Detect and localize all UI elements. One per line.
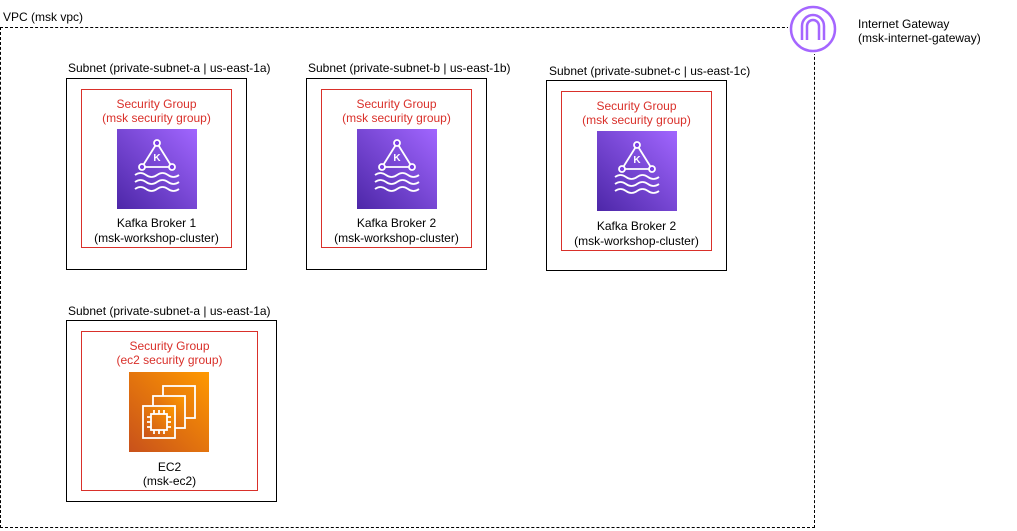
sg-name: (msk security group) bbox=[342, 111, 451, 125]
msk-kafka-icon: K bbox=[597, 131, 677, 211]
subnet-label-ec2: Subnet (private-subnet-a | us-east-1a) bbox=[68, 304, 271, 318]
internet-gateway-title: Internet Gateway bbox=[858, 17, 950, 31]
subnet-private-a: Security Group (msk security group) K Ka… bbox=[66, 78, 247, 270]
security-group-ec2: Security Group (ec2 security group) EC2 … bbox=[81, 331, 258, 491]
msk-kafka-icon: K bbox=[357, 129, 437, 209]
sg-name: (msk security group) bbox=[102, 111, 211, 125]
sg-title: Security Group bbox=[596, 99, 677, 113]
service-name: Kafka Broker 2 bbox=[356, 216, 437, 230]
internet-gateway-icon bbox=[788, 4, 838, 54]
service-detail: (msk-workshop-cluster) bbox=[94, 231, 219, 245]
svg-text:K: K bbox=[153, 153, 161, 164]
msk-kafka-icon: K bbox=[117, 129, 197, 209]
service-name: Kafka Broker 1 bbox=[116, 216, 197, 230]
sg-title: Security Group bbox=[129, 339, 210, 353]
sg-name: (ec2 security group) bbox=[116, 353, 223, 367]
internet-gateway-label: Internet Gateway (msk-internet-gateway) bbox=[858, 17, 981, 45]
vpc-label: VPC (msk vpc) bbox=[3, 10, 84, 24]
security-group-msk-a: Security Group (msk security group) K Ka… bbox=[81, 89, 232, 248]
subnet-private-c: Security Group (msk security group) K Ka… bbox=[546, 80, 727, 271]
vpc-boundary bbox=[0, 27, 815, 528]
svg-text:K: K bbox=[633, 155, 641, 166]
subnet-label-c: Subnet (private-subnet-c | us-east-1c) bbox=[549, 64, 751, 78]
sg-title: Security Group bbox=[356, 97, 437, 111]
service-detail: (msk-ec2) bbox=[142, 474, 197, 488]
subnet-private-a-ec2: Security Group (ec2 security group) EC2 … bbox=[66, 320, 277, 502]
sg-name: (msk security group) bbox=[582, 113, 691, 127]
subnet-private-b: Security Group (msk security group) K Ka… bbox=[306, 78, 487, 270]
service-detail: (msk-workshop-cluster) bbox=[334, 231, 459, 245]
ec2-chip-icon bbox=[129, 372, 209, 452]
sg-title: Security Group bbox=[116, 97, 197, 111]
subnet-label-a: Subnet (private-subnet-a | us-east-1a) bbox=[68, 61, 271, 75]
security-group-msk-b: Security Group (msk security group) K Ka… bbox=[321, 89, 472, 248]
security-group-msk-c: Security Group (msk security group) K Ka… bbox=[561, 91, 712, 251]
service-name: Kafka Broker 2 bbox=[596, 219, 677, 233]
internet-gateway-name: (msk-internet-gateway) bbox=[858, 31, 981, 45]
svg-text:K: K bbox=[393, 153, 401, 164]
service-name: EC2 bbox=[157, 460, 182, 474]
service-detail: (msk-workshop-cluster) bbox=[574, 234, 699, 248]
subnet-label-b: Subnet (private-subnet-b | us-east-1b) bbox=[308, 61, 511, 75]
